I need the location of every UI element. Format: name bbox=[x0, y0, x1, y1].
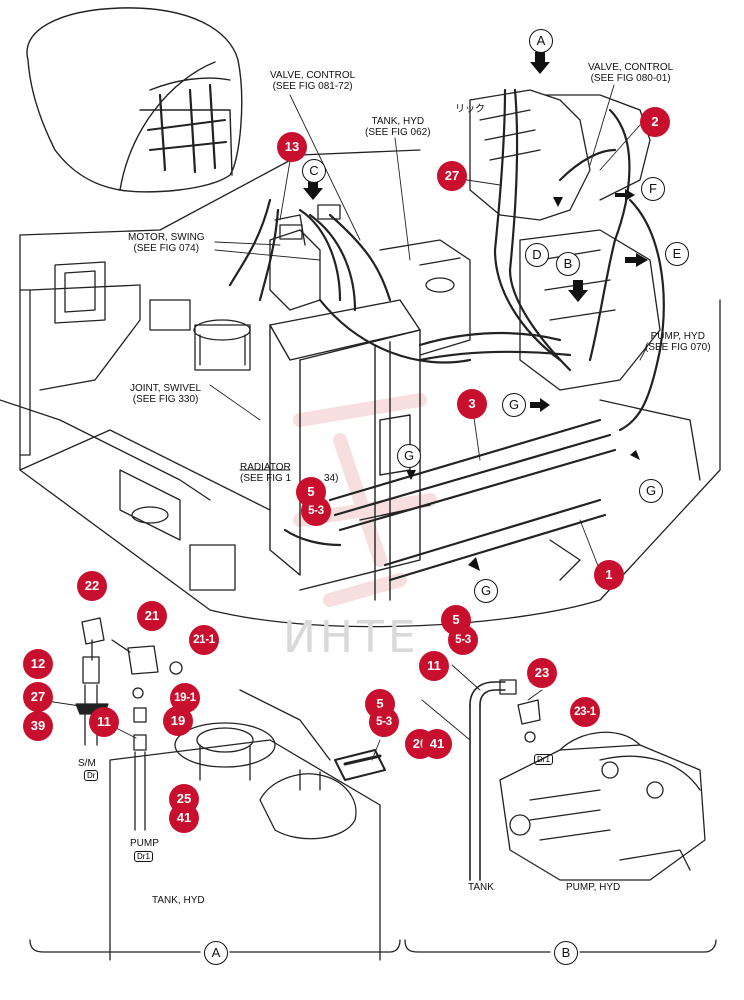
callout-13[interactable]: 13 bbox=[277, 132, 307, 162]
label-tank: TANK bbox=[468, 882, 494, 893]
swing-motor bbox=[269, 204, 341, 311]
label-radiator-tail: 34) bbox=[324, 473, 339, 484]
label-japanese-text: リック bbox=[455, 104, 485, 115]
callout-27[interactable]: 27 bbox=[437, 161, 467, 191]
label-joint-swivel: JOINT, SWIVEL (SEE FIG 330) bbox=[130, 383, 202, 405]
detail-b-drawing bbox=[469, 679, 706, 881]
label-motor-swing: MOTOR, SWING (SEE FIG 074) bbox=[128, 232, 205, 254]
label-valve-control-left: VALVE, CONTROL (SEE FIG 081-72) bbox=[270, 70, 356, 92]
label-dr1-right: Dr1 bbox=[534, 754, 553, 765]
view-letter-e: E bbox=[665, 242, 689, 266]
upper-frame bbox=[0, 149, 721, 628]
direction-arrows bbox=[303, 52, 648, 571]
label-pump-hyd-bottom: PUMP, HYD bbox=[566, 882, 621, 893]
callout-11[interactable]: 11 bbox=[89, 707, 119, 737]
view-letter-d: D bbox=[525, 243, 549, 267]
callout-1[interactable]: 1 bbox=[594, 560, 624, 590]
view-letter-g: G bbox=[397, 444, 421, 468]
section-letter-b: B bbox=[554, 941, 578, 965]
view-letter-g: G bbox=[639, 479, 663, 503]
label-pump: PUMP bbox=[130, 838, 159, 849]
section-letter-a: A bbox=[204, 941, 228, 965]
label-sm: S/M bbox=[78, 758, 96, 769]
detail-a-drawing bbox=[75, 617, 386, 961]
label-valve-control-right: VALVE, CONTROL (SEE FIG 080-01) bbox=[588, 62, 674, 84]
label-pump-hyd-top: PUMP, HYD (SEE FIG 070) bbox=[645, 331, 711, 353]
callout-21[interactable]: 21 bbox=[137, 601, 167, 631]
view-letter-b: B bbox=[556, 252, 580, 276]
callout-19[interactable]: 19 bbox=[163, 706, 193, 736]
label-tank-hyd-bottom: TANK, HYD bbox=[152, 895, 205, 906]
callout-12[interactable]: 12 bbox=[23, 649, 53, 679]
callout-27[interactable]: 27 bbox=[23, 682, 53, 712]
tank-hyd-body bbox=[379, 239, 471, 356]
callout-23[interactable]: 23 bbox=[527, 658, 557, 688]
watermark-logo bbox=[293, 393, 437, 607]
view-letter-f: F bbox=[641, 177, 665, 201]
callout-3[interactable]: 3 bbox=[457, 389, 487, 419]
callout-23-1[interactable]: 23-1 bbox=[570, 697, 600, 727]
view-letter-g: G bbox=[474, 579, 498, 603]
callout-5-3[interactable]: 5-3 bbox=[369, 707, 399, 737]
view-letter-c: C bbox=[302, 159, 326, 183]
label-tank-hyd-top: TANK, HYD (SEE FIG 062) bbox=[365, 116, 431, 138]
callout-41[interactable]: 41 bbox=[422, 729, 452, 759]
hoses bbox=[228, 88, 665, 582]
watermark: ИНТЕ bbox=[283, 612, 420, 663]
section-brackets bbox=[29, 939, 717, 953]
callout-41[interactable]: 41 bbox=[169, 803, 199, 833]
view-letter-a: A bbox=[529, 29, 553, 53]
view-letter-g: G bbox=[502, 393, 526, 417]
radiator bbox=[269, 299, 431, 601]
label-radiator: RADIATOR (SEE FIG 1 bbox=[240, 462, 292, 484]
callout-39[interactable]: 39 bbox=[23, 711, 53, 741]
label-dr1-pump: Dr1 bbox=[134, 851, 153, 862]
cab-inset bbox=[26, 7, 243, 193]
label-dr: Dr bbox=[84, 770, 99, 781]
callout-11[interactable]: 11 bbox=[419, 651, 449, 681]
callout-21-1[interactable]: 21-1 bbox=[189, 625, 219, 655]
callout-5-3[interactable]: 5-3 bbox=[448, 625, 478, 655]
callout-5-3[interactable]: 5-3 bbox=[301, 496, 331, 526]
callout-22[interactable]: 22 bbox=[77, 571, 107, 601]
callout-2[interactable]: 2 bbox=[640, 107, 670, 137]
